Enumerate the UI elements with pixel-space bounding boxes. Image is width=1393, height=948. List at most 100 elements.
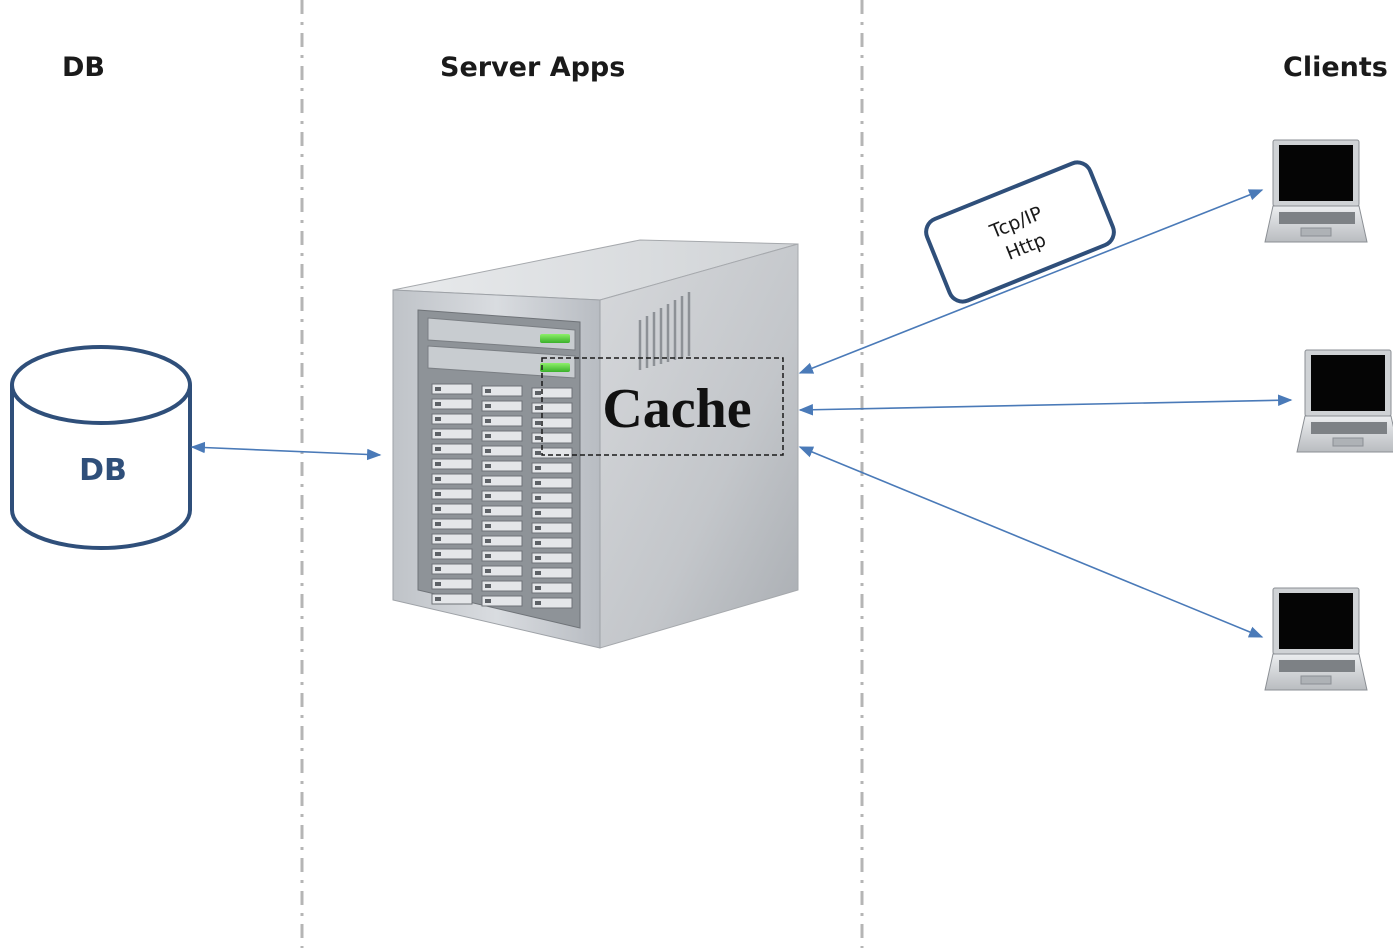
- drive-slot-indicator: [535, 526, 541, 530]
- drive-slot: [481, 580, 523, 592]
- database-label: DB: [79, 453, 127, 488]
- drive-slot: [481, 535, 523, 547]
- drive-slot: [431, 383, 473, 395]
- drive-slot: [481, 430, 523, 442]
- drive-slot: [431, 413, 473, 425]
- drive-slot: [531, 567, 573, 579]
- drive-slot-indicator: [535, 496, 541, 500]
- drive-slot: [431, 518, 473, 530]
- drive-slot: [531, 492, 573, 504]
- drive-slot: [431, 563, 473, 575]
- drive-slot-indicator: [435, 567, 441, 571]
- drive-slot-indicator: [435, 537, 441, 541]
- cache-label: Cache: [602, 378, 751, 440]
- arrow-server-client-2: [798, 394, 1293, 416]
- drive-slot-indicator: [435, 417, 441, 421]
- drive-slot-indicator: [435, 447, 441, 451]
- drive-slot-indicator: [435, 387, 441, 391]
- drive-slot: [431, 443, 473, 455]
- drive-slot-indicator: [435, 432, 441, 436]
- drive-slot-indicator: [535, 391, 541, 395]
- drive-slot-indicator: [535, 466, 541, 470]
- drive-slot: [431, 503, 473, 515]
- drive-slot-indicator: [535, 601, 541, 605]
- drive-slot: [481, 595, 523, 607]
- drive-slot: [481, 550, 523, 562]
- drive-slot: [531, 432, 573, 444]
- drive-slot: [531, 462, 573, 474]
- drive-slot: [531, 402, 573, 414]
- drive-slot: [531, 582, 573, 594]
- drive-slot: [481, 460, 523, 472]
- drive-slot: [481, 520, 523, 532]
- drive-slot-indicator: [485, 569, 491, 573]
- drive-slot-indicator: [535, 586, 541, 590]
- drive-slot-indicator: [435, 552, 441, 556]
- drive-slot: [531, 417, 573, 429]
- drive-slot: [531, 537, 573, 549]
- drive-slot: [531, 447, 573, 459]
- drive-slot: [431, 473, 473, 485]
- drive-slot: [481, 445, 523, 457]
- drive-slot: [431, 428, 473, 440]
- drive-slot-indicator: [435, 492, 441, 496]
- drive-slot-indicator: [485, 464, 491, 468]
- database-cylinder: [10, 345, 192, 550]
- drive-slot: [531, 477, 573, 489]
- drive-slot-indicator: [485, 449, 491, 453]
- laptop-client-3: [1264, 587, 1368, 691]
- drive-slot: [431, 398, 473, 410]
- drive-slot: [481, 415, 523, 427]
- column-header-clients: Clients: [1283, 52, 1388, 83]
- laptop-client-1: [1264, 139, 1368, 243]
- drive-slot: [431, 533, 473, 545]
- laptop-client-2: [1296, 349, 1393, 453]
- arrow-db-server: [190, 441, 382, 461]
- drive-slot-indicator: [485, 524, 491, 528]
- drive-slot: [481, 565, 523, 577]
- drive-slot-indicator: [485, 539, 491, 543]
- drive-slot: [431, 488, 473, 500]
- drive-slot-indicator: [535, 556, 541, 560]
- drive-slot-indicator: [535, 436, 541, 440]
- drive-slot-indicator: [485, 509, 491, 513]
- drive-slot: [481, 505, 523, 517]
- drive-slot: [531, 522, 573, 534]
- drive-slot: [431, 578, 473, 590]
- drive-slot-indicator: [435, 582, 441, 586]
- drive-slot: [531, 552, 573, 564]
- drive-slot: [481, 385, 523, 397]
- drive-slot-indicator: [435, 522, 441, 526]
- drive-slot-indicator: [535, 571, 541, 575]
- drive-slot-indicator: [535, 511, 541, 515]
- arrow-server-client-3: [798, 446, 1264, 638]
- drive-slot: [481, 490, 523, 502]
- drive-slot-indicator: [435, 462, 441, 466]
- drive-slot: [481, 400, 523, 412]
- column-header-db: DB: [62, 52, 105, 83]
- drive-slot-indicator: [435, 597, 441, 601]
- drive-slot-indicator: [535, 406, 541, 410]
- drive-slot-indicator: [485, 419, 491, 423]
- drive-slot: [531, 387, 573, 399]
- drive-slot: [431, 593, 473, 605]
- drive-slot-indicator: [485, 599, 491, 603]
- drive-slot-indicator: [485, 479, 491, 483]
- drive-slot-indicator: [435, 477, 441, 481]
- drive-slot-indicator: [435, 507, 441, 511]
- drive-slot: [431, 458, 473, 470]
- drive-slot: [431, 548, 473, 560]
- drive-slot: [481, 475, 523, 487]
- drive-slot-indicator: [485, 389, 491, 393]
- drive-slot-indicator: [435, 402, 441, 406]
- drive-slot-indicator: [485, 554, 491, 558]
- drive-slot: [531, 507, 573, 519]
- protocol-box: Tcp/IP Http: [924, 160, 1116, 304]
- drive-slot-indicator: [535, 481, 541, 485]
- drive-slot-indicator: [485, 434, 491, 438]
- drive-slot-indicator: [485, 404, 491, 408]
- drive-slot-indicator: [485, 494, 491, 498]
- drive-slot-indicator: [535, 541, 541, 545]
- drive-slot: [531, 597, 573, 609]
